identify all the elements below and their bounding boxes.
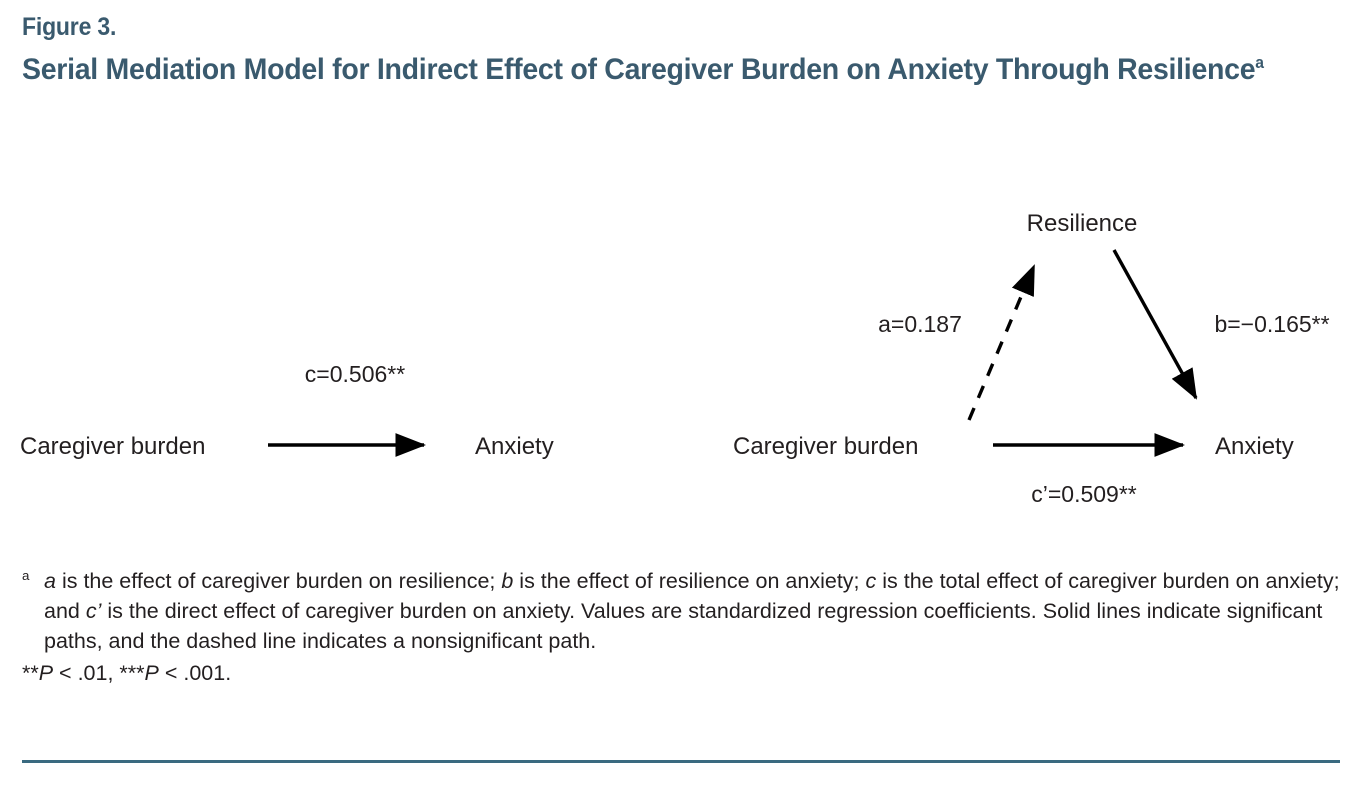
significance-legend: **P < .01, ***P < .001. xyxy=(22,661,232,685)
path-label-c: c=0.506** xyxy=(305,361,405,387)
node-left-anxiety: Anxiety xyxy=(475,433,554,460)
path-arrow-a xyxy=(967,264,1036,421)
left-panel-total-effect: c=0.506** Caregiver burden Anxiety xyxy=(20,361,554,460)
path-label-b: b=−0.165** xyxy=(1214,311,1329,337)
right-panel-mediation: Resilience a=0.187 b=−0.165** c’=0.509**… xyxy=(733,210,1330,507)
bottom-divider xyxy=(22,760,1340,763)
figure-title-text: Serial Mediation Model for Indirect Effe… xyxy=(22,53,1256,86)
path-label-c-prime: c’=0.509** xyxy=(1031,481,1137,507)
footnote-text: a is the effect of caregiver burden on r… xyxy=(44,569,1340,653)
mediation-diagram: c=0.506** Caregiver burden Anxiety Resil… xyxy=(0,180,1357,550)
page-title: Serial Mediation Model for Indirect Effe… xyxy=(22,50,1271,90)
path-label-a: a=0.187 xyxy=(878,311,962,337)
node-left-caregiver-burden: Caregiver burden xyxy=(20,433,205,460)
node-right-caregiver-burden: Caregiver burden xyxy=(733,433,918,460)
node-right-resilience: Resilience xyxy=(1027,210,1138,237)
figure-number: Figure 3. xyxy=(22,13,117,41)
node-right-anxiety: Anxiety xyxy=(1215,433,1294,460)
path-arrow-b xyxy=(1112,249,1198,400)
figure-header: Figure 3. Serial Mediation Model for Ind… xyxy=(22,12,1342,90)
figure-title-footnote-marker: a xyxy=(1255,54,1264,72)
